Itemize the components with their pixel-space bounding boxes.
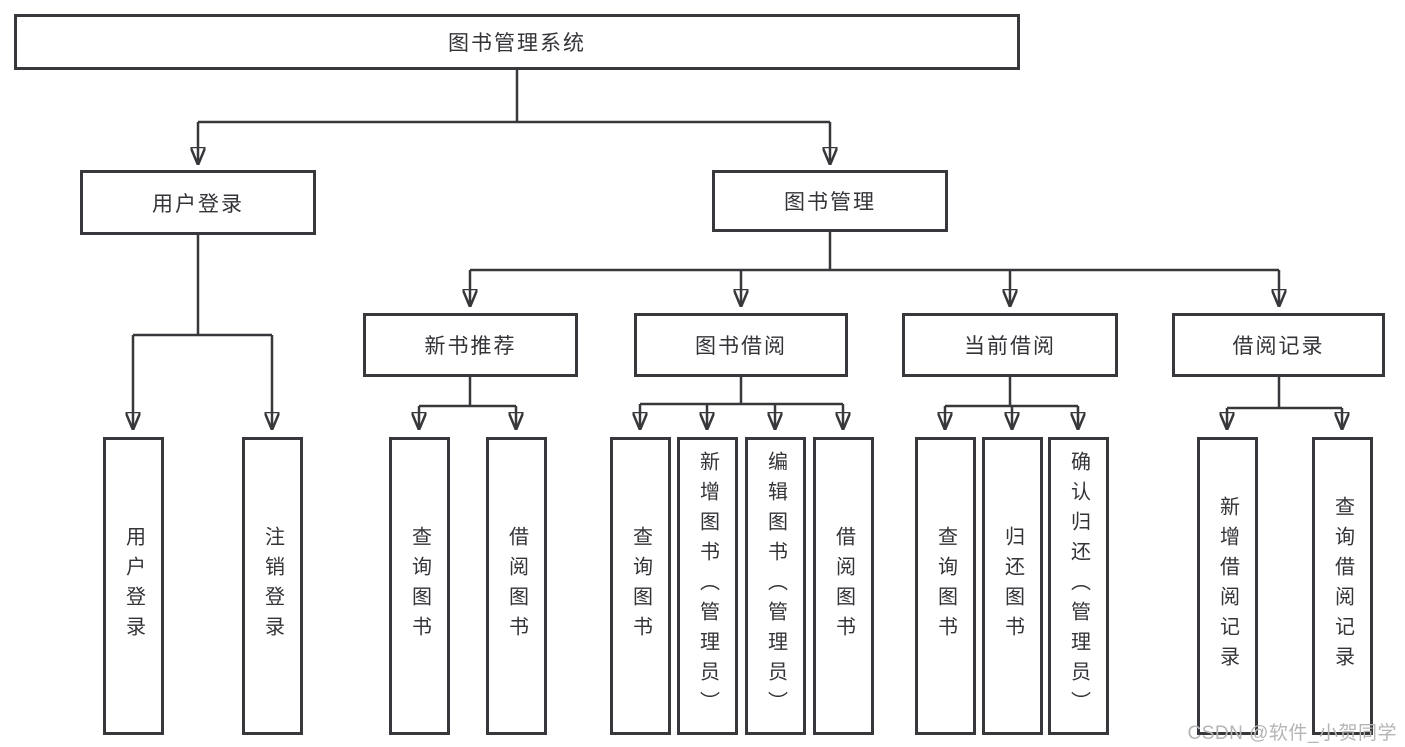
node-label: 新书推荐 (424, 335, 517, 358)
node-label: 确认归还（管理员） (1067, 451, 1090, 721)
connector-root-trunk (198, 70, 830, 124)
node-label: 查询图书 (629, 526, 652, 646)
node-label: 归还图书 (1001, 526, 1024, 646)
node-leaf-borrow-books: 借阅图书 (813, 437, 874, 735)
node-leaf-rec-query-books: 查询图书 (389, 437, 450, 735)
node-leaf-edit-books-admin: 编辑图书（管理员） (745, 437, 806, 735)
csdn-watermark: CSDN @软件_小贺同学 (1187, 723, 1397, 744)
node-root-system: 图书管理系统 (14, 14, 1020, 70)
connector-borrow-record-trunk (1227, 377, 1342, 410)
node-leaf-current-query-books: 查询图书 (915, 437, 976, 735)
node-label: 新增图书（管理员） (696, 451, 719, 721)
node-label: 借阅图书 (832, 526, 855, 646)
node-label: 注销登录 (261, 526, 284, 646)
node-book-management: 图书管理 (712, 170, 948, 232)
node-label: 新增借阅记录 (1216, 496, 1239, 676)
connector-current-borrow-trunk (945, 377, 1078, 408)
node-label: 查询图书 (408, 526, 431, 646)
node-label: 用户登录 (122, 526, 145, 646)
connector-book-borrow-trunk (640, 377, 843, 406)
node-new-book-recommend: 新书推荐 (363, 313, 578, 377)
node-current-borrowing: 当前借阅 (902, 313, 1118, 377)
node-leaf-return-books: 归还图书 (982, 437, 1043, 735)
node-borrow-records: 借阅记录 (1172, 313, 1385, 377)
node-label: 编辑图书（管理员） (764, 451, 787, 721)
connector-book-mgmt-trunk (470, 232, 1279, 272)
node-label: 借阅记录 (1232, 335, 1325, 358)
node-book-borrowing: 图书借阅 (634, 313, 848, 377)
node-label: 借阅图书 (505, 526, 528, 646)
node-label: 查询借阅记录 (1331, 496, 1354, 676)
node-leaf-confirm-return-admin: 确认归还（管理员） (1048, 437, 1109, 735)
node-leaf-add-borrow-record: 新增借阅记录 (1197, 437, 1258, 735)
node-leaf-rec-borrow-books: 借阅图书 (486, 437, 547, 735)
connector-user-login-trunk (133, 235, 272, 337)
node-leaf-add-books-admin: 新增图书（管理员） (677, 437, 738, 735)
connector-new-book-rec-trunk (419, 377, 516, 408)
node-label: 当前借阅 (964, 335, 1056, 358)
node-label: 图书借阅 (695, 335, 787, 358)
node-leaf-user-login: 用户登录 (103, 437, 164, 735)
node-label: 用户登录 (152, 192, 244, 216)
node-label: 图书管理系统 (448, 32, 586, 55)
node-leaf-query-borrow-record: 查询借阅记录 (1312, 437, 1373, 735)
node-label: 查询图书 (934, 526, 957, 646)
node-label: 图书管理 (784, 191, 876, 214)
node-leaf-borrow-query-books: 查询图书 (610, 437, 671, 735)
node-leaf-logout: 注销登录 (242, 437, 303, 735)
node-user-login: 用户登录 (80, 170, 316, 235)
